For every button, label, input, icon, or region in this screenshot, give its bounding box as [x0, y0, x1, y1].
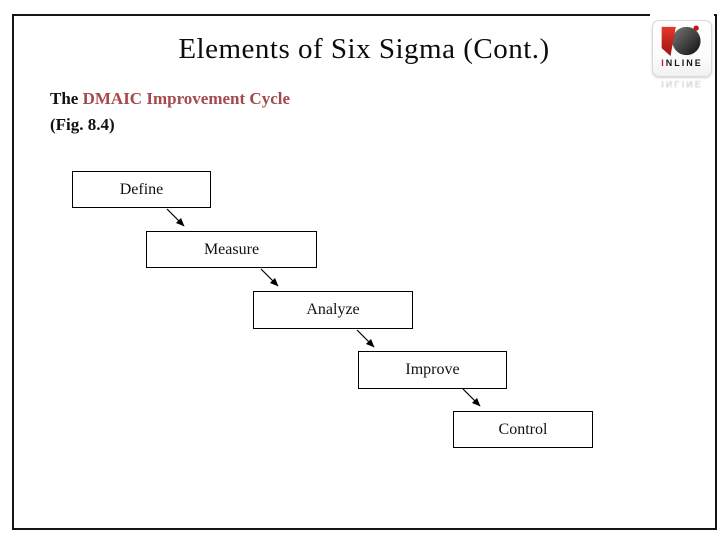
inline-logo-card: INLINE [652, 20, 712, 77]
inline-logo-icon [661, 25, 701, 57]
flow-step-analyze: Analyze [253, 291, 413, 329]
flow-step-define: Define [72, 171, 211, 208]
logo-initial-letter: I [661, 58, 666, 68]
subtitle-prefix: The [50, 89, 83, 108]
flow-step-measure: Measure [146, 231, 317, 268]
flow-step-improve: Improve [358, 351, 507, 389]
logo-rest-letters: NLINE [665, 58, 703, 68]
inline-logo-reflection: INLINE [661, 79, 703, 89]
figure-reference: (Fig. 8.4) [50, 115, 115, 134]
inline-logo: INLINE INLINE [650, 6, 714, 98]
inline-logo-wordmark: INLINE [653, 58, 711, 69]
page-title: Elements of Six Sigma (Cont.) [178, 33, 550, 65]
slide-border [12, 14, 717, 530]
flow-step-control: Control [453, 411, 593, 448]
subtitle-highlight: DMAIC Improvement Cycle [82, 89, 291, 108]
subtitle: The DMAIC Improvement Cycle [50, 86, 290, 112]
